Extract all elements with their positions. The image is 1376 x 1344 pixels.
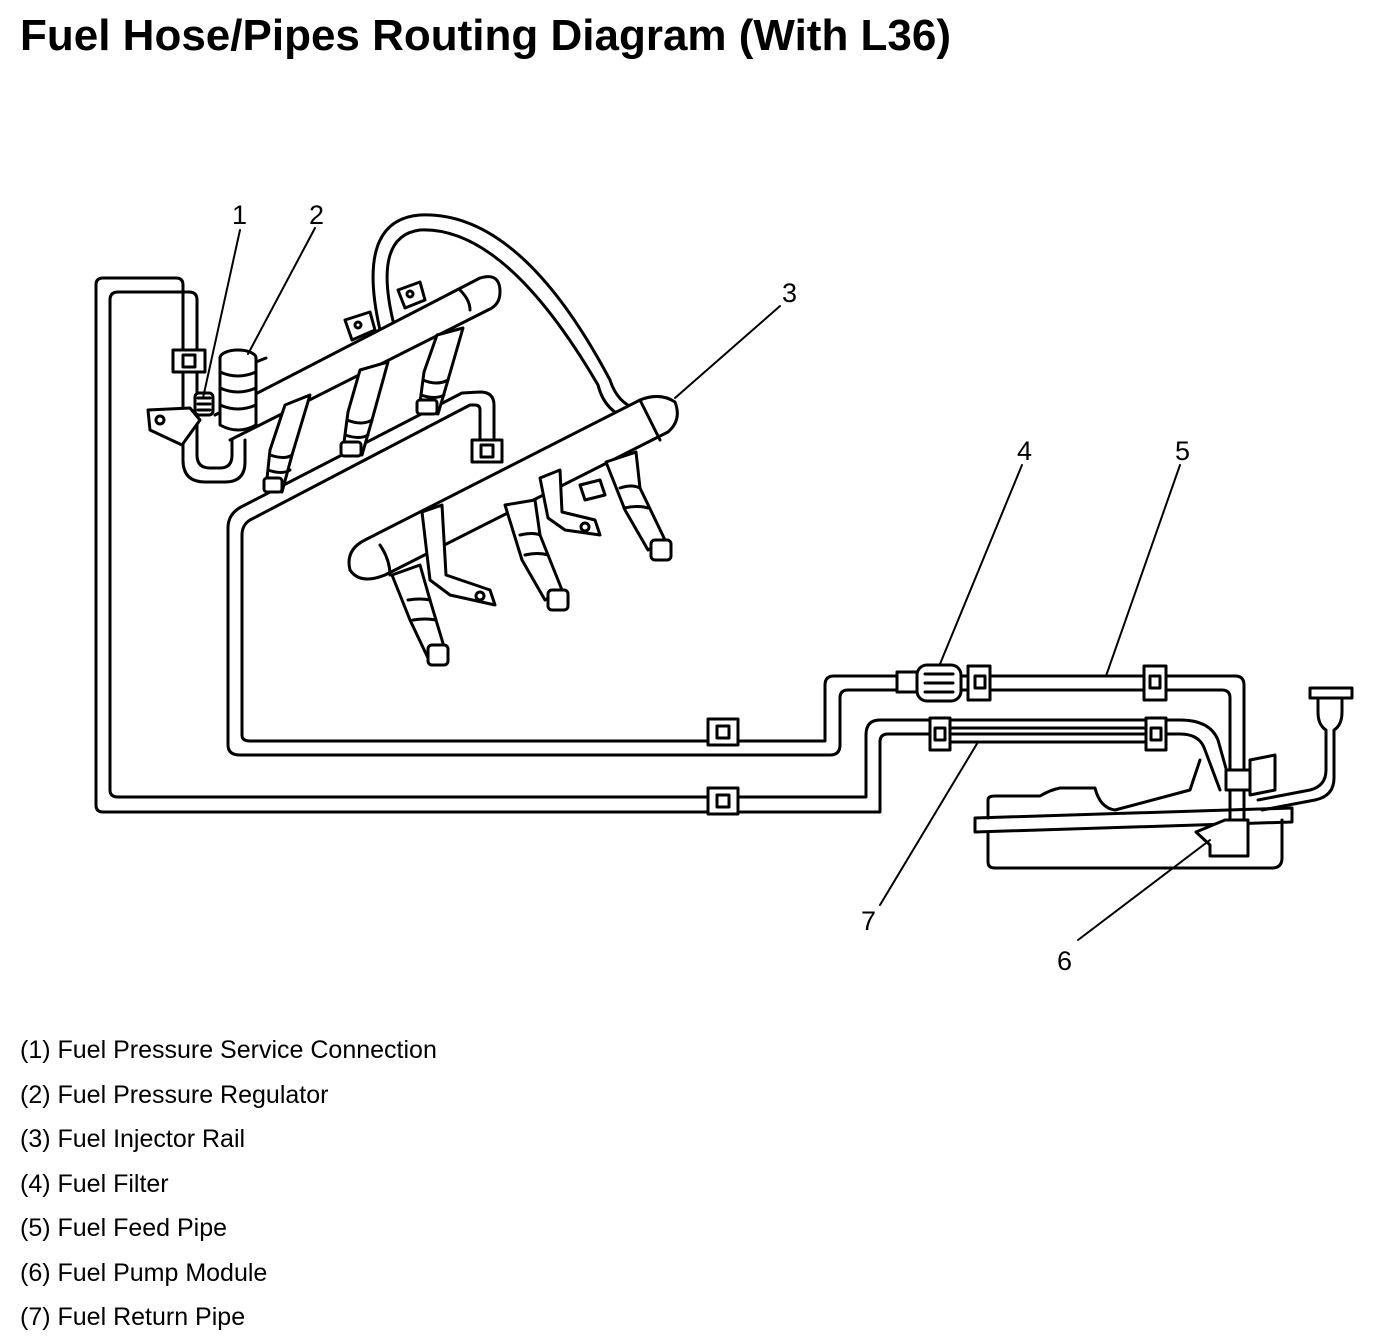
callout-leaders [202, 227, 1211, 941]
rear-injector-rail [146, 275, 502, 447]
fuel-routing-diagram: 1 2 3 4 5 6 7 [94, 200, 1354, 976]
callout-number-5: 5 [1175, 436, 1190, 466]
fuel-pressure-regulator [218, 348, 268, 432]
legend-item: (6) Fuel Pump Module [20, 1258, 268, 1287]
leader-line-1 [202, 229, 241, 399]
injector [503, 498, 570, 612]
injector [415, 326, 465, 416]
parts-legend: (1) Fuel Pressure Service Connection (2)… [20, 1028, 437, 1340]
callout-number-4: 4 [1017, 436, 1032, 466]
leader-line-6 [1077, 839, 1211, 941]
legend-item: (1) Fuel Pressure Service Connection [20, 1036, 437, 1064]
callout-number-2: 2 [309, 200, 324, 230]
callout-number-3: 3 [782, 278, 797, 308]
fuel-return-pipe-outer [94, 276, 1234, 814]
leader-line-2 [247, 227, 316, 355]
leader-line-3 [674, 305, 781, 399]
pipe-clip [470, 438, 504, 464]
leader-line-5 [1105, 464, 1181, 677]
fuel-filter [895, 663, 963, 703]
fuel-tank [973, 753, 1294, 870]
injector [390, 563, 450, 667]
fuel-injector-rail [347, 395, 679, 607]
pipe-clip [171, 348, 207, 374]
callout-number-1: 1 [232, 200, 247, 230]
legend-item: (5) Fuel Feed Pipe [20, 1214, 228, 1242]
injector [604, 450, 673, 562]
callout-number-6: 6 [1057, 946, 1072, 976]
page-title: Fuel Hose/Pipes Routing Diagram (With L3… [20, 11, 952, 60]
injector [339, 360, 390, 458]
leader-line-7 [879, 741, 979, 906]
injector [262, 393, 312, 494]
fuel-feed-hose [966, 664, 1168, 702]
callout-number-7: 7 [861, 906, 876, 936]
fuel-pump-module [1194, 768, 1252, 858]
legend-item: (4) Fuel Filter [20, 1169, 169, 1198]
legend-item: (2) Fuel Pressure Regulator [20, 1080, 329, 1109]
pipe-clip [706, 717, 740, 747]
fuel-filler-neck [1256, 686, 1354, 812]
fuel-feed-pipe-line [226, 390, 902, 757]
legend-item: (3) Fuel Injector Rail [20, 1125, 246, 1153]
legend-item: (7) Fuel Return Pipe [20, 1303, 246, 1331]
fuel-return-hose [928, 716, 1168, 752]
crossover-hose [371, 213, 642, 422]
leader-line-4 [939, 464, 1023, 665]
pipe-clip [706, 786, 740, 816]
